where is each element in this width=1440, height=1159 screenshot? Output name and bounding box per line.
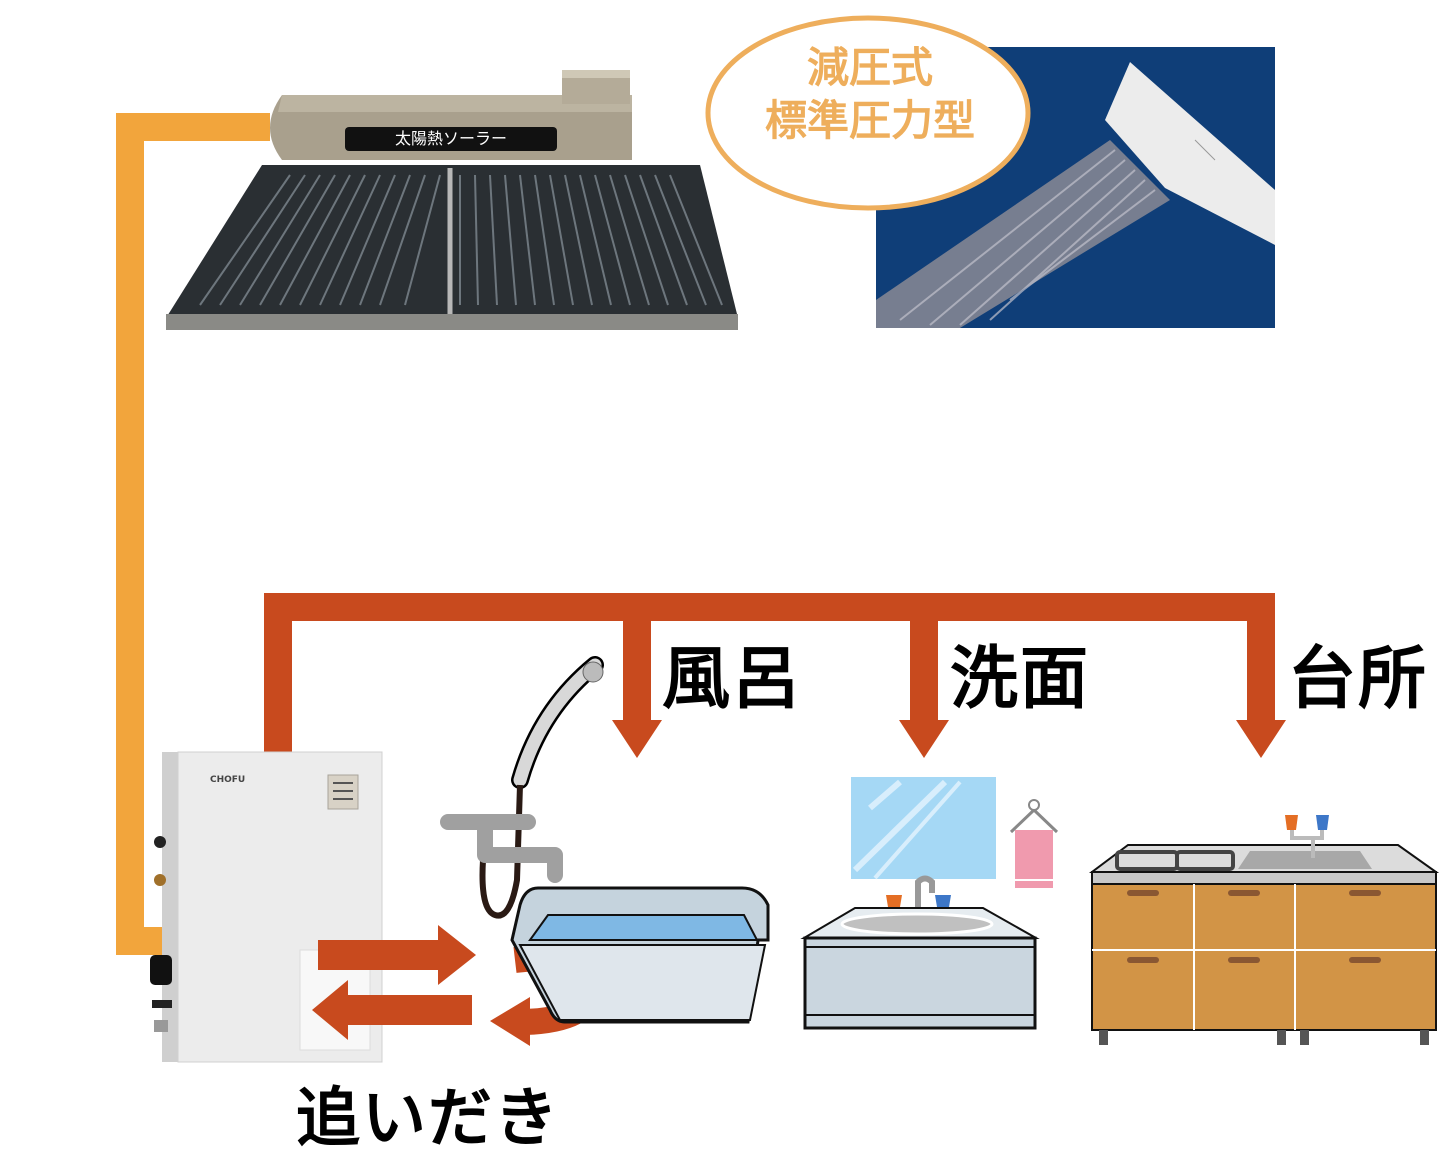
reheat-label: 追いだき [296,1082,560,1156]
reheat-return-arrowhead [312,980,348,1040]
reheat-out-arrow-shaft [318,940,438,970]
solar-heater-illustration [166,70,738,330]
boiler-brand-label: CHOFU [210,775,246,785]
kitchen-arrowhead [1236,720,1286,758]
washbasin-illustration [800,777,1059,1030]
boiler-illustration [150,751,383,1063]
bath-arrowhead [612,720,662,758]
destination-label-kitchen: 台所 [1288,640,1429,719]
washroom-arrowhead [899,720,949,758]
pressure-badge-line2: 標準圧力型 [764,95,975,145]
solar-heater-label: 太陽熱ソーラー [345,127,557,151]
destination-label-washroom: 洗面 [950,640,1091,719]
pressure-badge-line1: 減圧式 [806,43,933,92]
pressure-type-badge [705,15,1275,328]
pressure-badge-text: 減圧式 標準圧力型 [720,42,1020,147]
destination-label-bath: 風呂 [662,640,803,719]
bathtub-illustration [440,656,770,1024]
kitchen-sink-illustration [1089,815,1440,1045]
hot-water-supply-pipe [264,593,1275,752]
reheat-return-arrow-shaft [348,995,472,1025]
reheat-out-arrowhead [438,925,476,985]
